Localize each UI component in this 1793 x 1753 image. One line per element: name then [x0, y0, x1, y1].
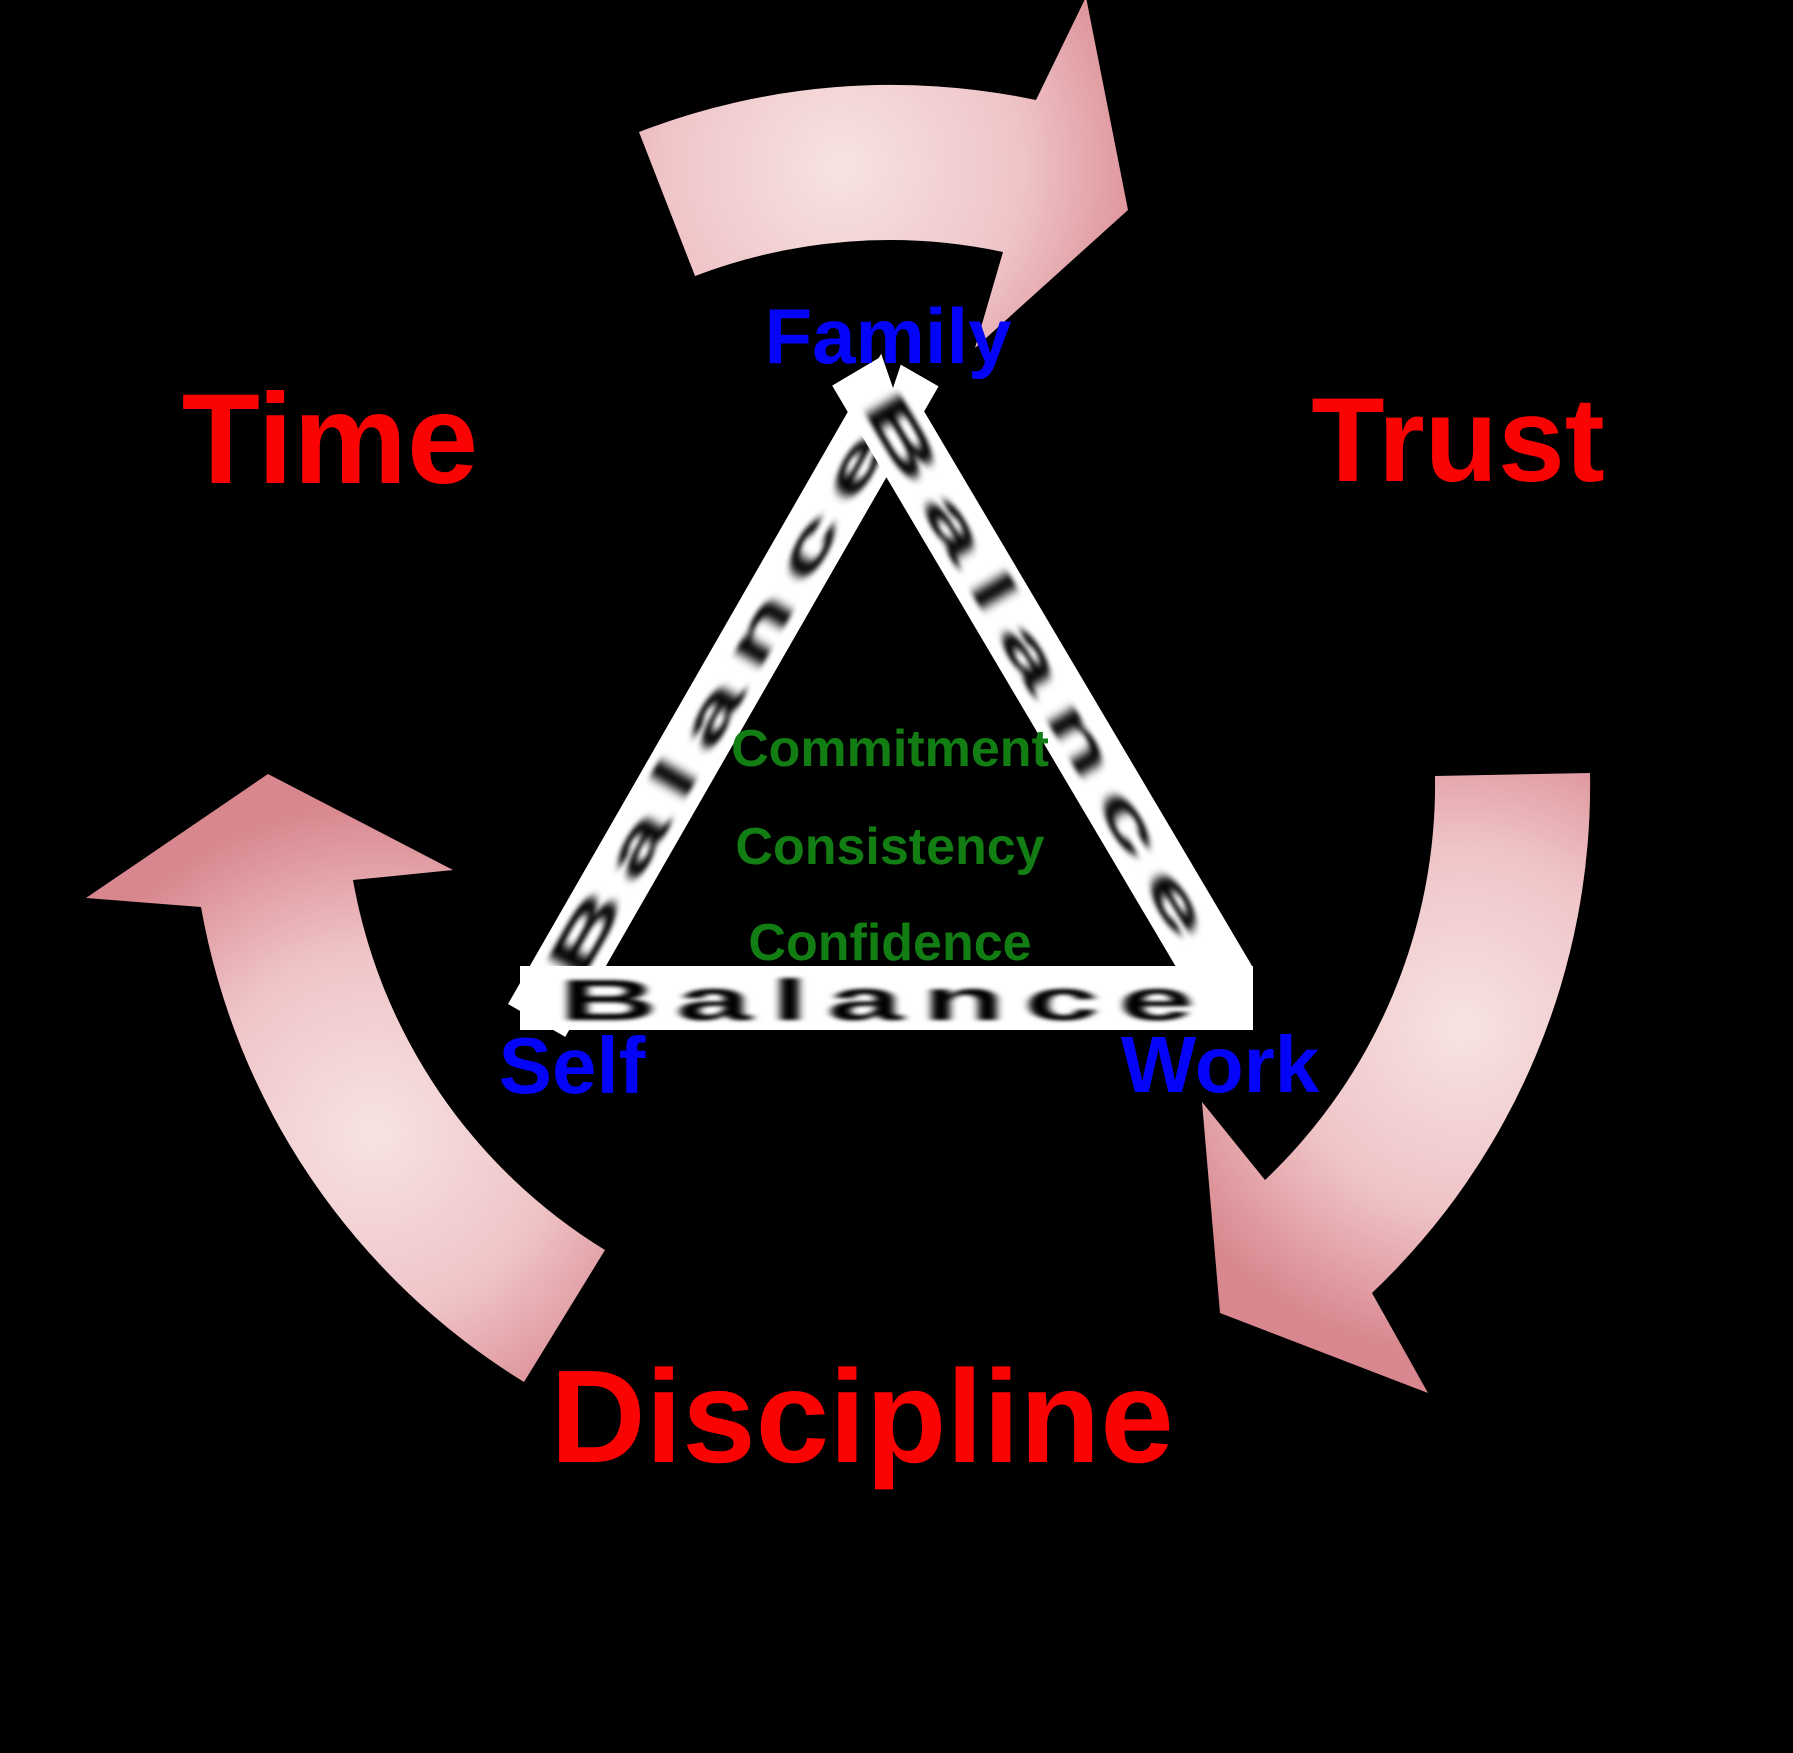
value-confidence: Confidence [748, 914, 1031, 972]
cycle-arrow-right [1202, 773, 1591, 1393]
label-discipline: Discipline [550, 1343, 1174, 1490]
triangle-side-bottom: Balance [520, 966, 1253, 1033]
triangle-left-bar [508, 353, 939, 1037]
label-time: Time [182, 368, 478, 511]
triangle-bottom-bar [520, 966, 1253, 1030]
triangle-bottom-balance-label: Balance [559, 968, 1213, 1033]
value-commitment: Commitment [731, 720, 1049, 778]
label-work: Work [1121, 1020, 1320, 1109]
label-self: Self [499, 1021, 646, 1110]
cycle-arrow-left [86, 774, 605, 1382]
triangle-apex-notch [875, 334, 911, 388]
cycle-arrow-top [639, 0, 1128, 348]
label-trust: Trust [1311, 373, 1604, 507]
label-family: Family [764, 292, 1011, 380]
value-consistency: Consistency [735, 818, 1044, 876]
triangle-right-bar [832, 352, 1252, 1000]
